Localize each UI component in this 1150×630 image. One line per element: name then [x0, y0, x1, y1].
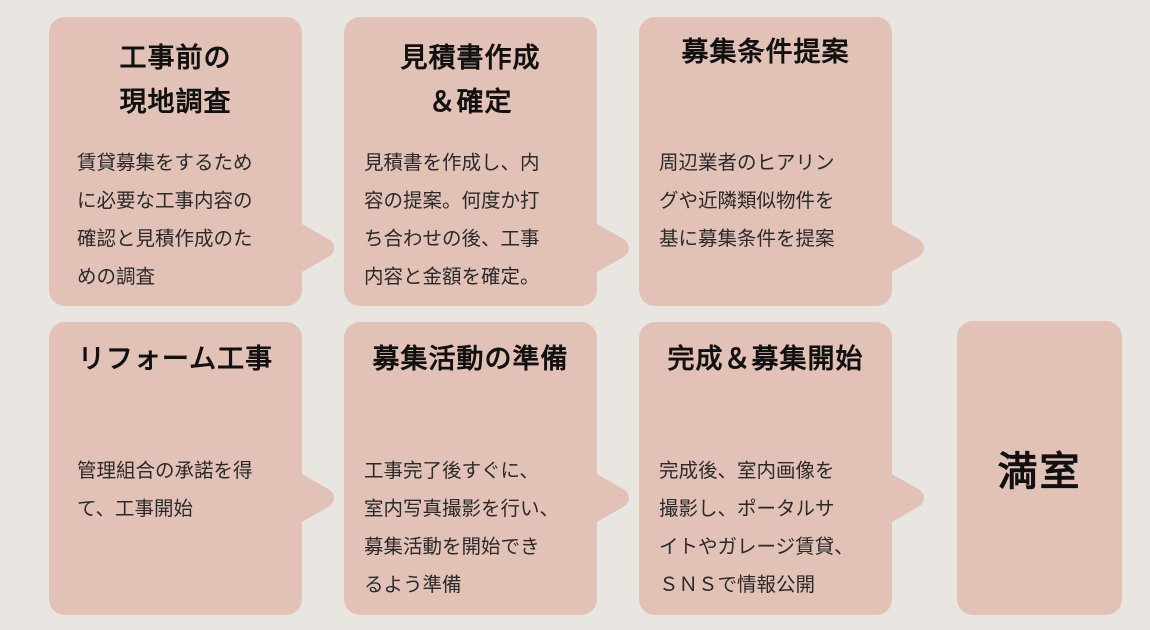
final-card: 満室 [957, 321, 1122, 615]
description-line: グや近隣類似物件を [659, 189, 835, 212]
description-line: 内容と金額を確定。 [364, 265, 540, 288]
description-line: て、工事開始 [77, 497, 194, 520]
description-line: 工事完了後すぐに、 [364, 459, 539, 482]
step-description: 賃貸募集をするため に必要な工事内容の 確認と見積作成のた めの調査 [77, 144, 282, 296]
step-title-line: ＆確定 [428, 87, 513, 118]
description-line: 完成後、室内画像を [659, 459, 835, 482]
description-line: に必要な工事内容の [77, 189, 253, 212]
step-card-3: 募集条件提案 周辺業者のヒアリン グや近隣類似物件を 基に募集条件を提案 [639, 17, 924, 306]
description-line: 管理組合の承諾を得 [77, 459, 253, 482]
step-card-4: リフォーム工事 管理組合の承諾を得 て、工事開始 [49, 322, 334, 615]
step-description: 見積書を作成し、内 容の提案。何度か打 ち合わせの後、工事 内容と金額を確定。 [364, 144, 577, 296]
step-title: 募集活動の準備 [344, 338, 597, 382]
step-card-5: 募集活動の準備 工事完了後すぐに、 室内写真撮影を行い、 募集活動を開始でき る… [344, 322, 629, 615]
description-line: イトやガレージ賃貸、 [659, 535, 854, 558]
description-line: 室内写真撮影を行い、 [364, 497, 560, 520]
step-title-line: 見積書作成 [400, 43, 541, 74]
description-line: 容の提案。何度か打 [364, 189, 540, 212]
description-line: 周辺業者のヒアリン [659, 151, 835, 174]
description-line: 撮影し、ポータルサ [659, 497, 835, 520]
description-line: 賃貸募集をするため [77, 151, 253, 174]
step-card-6: 完成＆募集開始 完成後、室内画像を 撮影し、ポータルサ イトやガレージ賃貸、 Ｓ… [639, 322, 924, 615]
step-title: 完成＆募集開始 [639, 338, 892, 382]
description-line: 基に募集条件を提案 [659, 227, 835, 250]
arrow-pointer-icon [595, 223, 629, 273]
step-description: 完成後、室内画像を 撮影し、ポータルサ イトやガレージ賃貸、 ＳＮＳで情報公開 [659, 452, 892, 604]
description-line: ＳＮＳで情報公開 [659, 573, 816, 596]
description-line: めの調査 [77, 265, 156, 288]
step-title-line: 工事前の [119, 43, 232, 74]
arrow-pointer-icon [595, 473, 629, 523]
description-line: 募集活動を開始でき [364, 535, 540, 558]
step-title-line: 現地調査 [119, 87, 232, 118]
arrow-pointer-icon [300, 473, 334, 523]
step-title-line: 募集活動の準備 [372, 344, 569, 375]
step-title-line: 完成＆募集開始 [667, 344, 864, 375]
arrow-pointer-icon [300, 223, 334, 273]
arrow-pointer-icon [890, 223, 924, 273]
step-card-2: 見積書作成 ＆確定 見積書を作成し、内 容の提案。何度か打 ち合わせの後、工事 … [344, 17, 629, 306]
step-title-line: リフォーム工事 [77, 344, 274, 375]
step-title: 募集条件提案 [639, 31, 892, 75]
step-description: 周辺業者のヒアリン グや近隣類似物件を 基に募集条件を提案 [659, 144, 872, 258]
step-title: 見積書作成 ＆確定 [344, 37, 597, 125]
step-description: 管理組合の承諾を得 て、工事開始 [77, 452, 282, 528]
description-line: 見積書を作成し、内 [364, 151, 540, 174]
arrow-pointer-icon [890, 473, 924, 523]
description-line: ち合わせの後、工事 [364, 227, 540, 250]
step-description: 工事完了後すぐに、 室内写真撮影を行い、 募集活動を開始でき るよう準備 [364, 452, 597, 604]
description-line: 確認と見積作成のた [77, 227, 253, 250]
final-title: 満室 [997, 449, 1082, 495]
step-card-1: 工事前の 現地調査 賃貸募集をするため に必要な工事内容の 確認と見積作成のた … [49, 17, 334, 306]
step-title: 工事前の 現地調査 [49, 37, 302, 125]
step-title: リフォーム工事 [49, 338, 302, 382]
step-title-line: 募集条件提案 [681, 37, 850, 68]
description-line: るよう準備 [364, 573, 462, 596]
